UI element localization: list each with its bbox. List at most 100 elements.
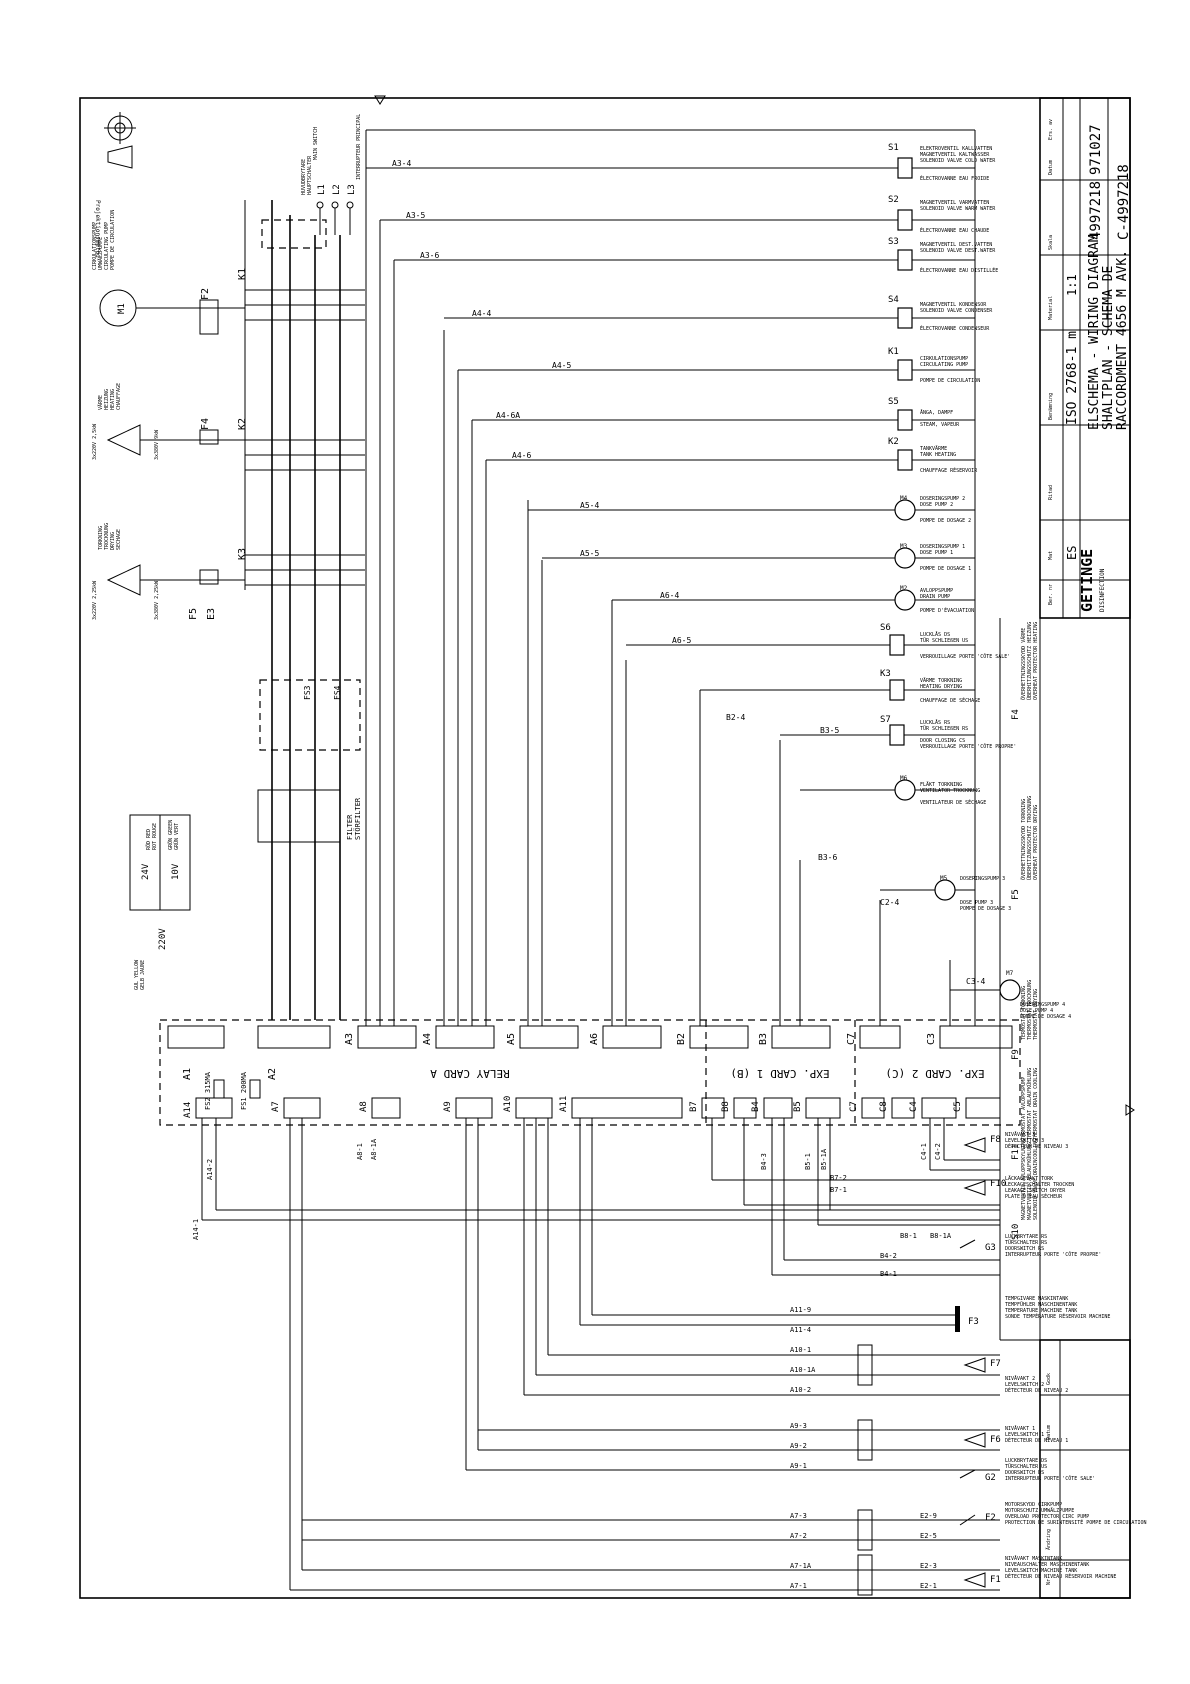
svg-text:S6: S6 <box>880 623 891 633</box>
svg-text:B8: B8 <box>721 1101 731 1112</box>
date-label: 971027 <box>1088 124 1104 175</box>
svg-text:MAIN SWITCH: MAIN SWITCH <box>313 127 319 160</box>
connector-a6 <box>602 1025 662 1049</box>
svg-text:STEAM, VAPEUR: STEAM, VAPEUR <box>920 422 960 428</box>
output-m3: A5-5 M3 DOSERINGSPUMP 1 DOSE PUMP 1 POMP… <box>542 543 975 572</box>
input-horizontal-wires <box>202 1159 1000 1591</box>
standard-label: ISO 2768-1 m <box>1065 331 1080 425</box>
svg-text:10V: 10V <box>171 863 181 880</box>
svg-text:C4: C4 <box>909 1101 919 1112</box>
svg-text:CHAUFFAGE DE SÉCHAGE: CHAUFFAGE DE SÉCHAGE <box>920 696 980 704</box>
svg-text:M1: M1 <box>117 303 127 314</box>
svg-text:A14: A14 <box>183 1102 193 1118</box>
connector-b5 <box>805 1097 841 1119</box>
svg-text:ÜBERHITZUNGSSCHUTZ TROCKNUNG: ÜBERHITZUNGSSCHUTZ TROCKNUNG <box>1026 796 1033 880</box>
svg-text:SOLENOID VALVE CONDENSER: SOLENOID VALVE CONDENSER <box>920 308 993 314</box>
svg-text:NIVÅVAKT MASKINTANK: NIVÅVAKT MASKINTANK <box>1005 1555 1062 1562</box>
input-f2: F2 MOTORSKYDD CIRKPUMP MOTORSCHUTZ UMWÄL… <box>857 1502 1146 1551</box>
svg-text:DOORSWITCH DS: DOORSWITCH DS <box>1005 1470 1044 1476</box>
svg-text:F1: F1 <box>990 1575 1001 1585</box>
svg-text:A4-5: A4-5 <box>552 361 571 370</box>
svg-text:FS1 200MA: FS1 200MA <box>240 1071 248 1110</box>
input-f1: F1 NIVÅVAKT MASKINTANK NIVEAUSCHALTER MA… <box>857 1554 1116 1596</box>
svg-text:MAGNETVENTIL KONDENSOR: MAGNETVENTIL KONDENSOR <box>920 302 987 308</box>
svg-text:THERMOSTAT TROCKNUNG: THERMOSTAT TROCKNUNG <box>1027 980 1033 1040</box>
filter-label-2: STÖRFILTER <box>353 797 362 840</box>
svg-text:DOSE PUMP 2: DOSE PUMP 2 <box>920 502 953 508</box>
output-bus-wires <box>365 130 976 1026</box>
svg-text:SECHAGE: SECHAGE <box>116 529 122 550</box>
svg-text:A6: A6 <box>589 1033 600 1045</box>
svg-text:MOTORSCHUTZ UMWÄLZPUMPE: MOTORSCHUTZ UMWÄLZPUMPE <box>1005 1507 1074 1514</box>
drawing-number: 4997218 <box>1088 181 1104 240</box>
svg-text:A11-9: A11-9 <box>790 1306 811 1314</box>
svg-text:POMPE DE DOSAGE 2: POMPE DE DOSAGE 2 <box>920 518 971 524</box>
svg-text:A7-3: A7-3 <box>790 1512 807 1520</box>
svg-text:LEAKAGE SWITCH DRYER: LEAKAGE SWITCH DRYER <box>1005 1188 1066 1194</box>
fuse-fs1: FS1 200MA <box>240 1071 261 1110</box>
svg-text:PLATE D'EAU SÉCHEUR: PLATE D'EAU SÉCHEUR <box>1005 1192 1063 1200</box>
svg-text:GRÖN GREEN: GRÖN GREEN <box>167 820 174 850</box>
svg-text:M3: M3 <box>900 543 908 550</box>
svg-text:M7: M7 <box>1006 970 1014 977</box>
svg-text:G2: G2 <box>985 1473 996 1483</box>
filter-box <box>257 789 341 843</box>
company-logo-text: GETINGE <box>1078 549 1096 612</box>
svg-text:A4-4: A4-4 <box>472 309 491 318</box>
svg-text:ÖVERHETTNINGSSKYDD VÄRME: ÖVERHETTNINGSSKYDD VÄRME <box>1020 628 1027 700</box>
svg-text:LECKAGESCHALTER TROCKEN: LECKAGESCHALTER TROCKEN <box>1005 1182 1074 1188</box>
svg-text:DOORSWITCH RS: DOORSWITCH RS <box>1005 1246 1044 1252</box>
svg-text:M4: M4 <box>900 495 908 502</box>
svg-text:DÉTECTEUR DE NIVEAU RÉSERVOIR: DÉTECTEUR DE NIVEAU RÉSERVOIR MACHINE <box>1005 1572 1116 1580</box>
svg-text:VERROUILLAGE PORTE 'CÔTE PROPR: VERROUILLAGE PORTE 'CÔTE PROPRE' <box>920 743 1016 750</box>
svg-text:A8-1A: A8-1A <box>370 1138 378 1160</box>
input-wire-labels: A14-1 A14-2 A8-1 A8-1A B4-1 B4-2 B4-3 B5… <box>192 1138 952 1590</box>
output-s6: A6-5 S6 LUCKLÅS DS TÜR SCHLIEßEN US VERR… <box>626 623 1010 660</box>
projection-label: Projektionsmetod <box>94 200 101 258</box>
svg-text:F11: F11 <box>1011 1144 1021 1160</box>
svg-text:ELEKTROVENTIL KALLVATTEN: ELEKTROVENTIL KALLVATTEN <box>920 146 992 152</box>
thermostat-f5 <box>199 569 219 585</box>
svg-text:TÜRSCHALTER US: TÜRSCHALTER US <box>1005 1463 1047 1470</box>
svg-text:A8: A8 <box>359 1101 369 1112</box>
connector-a9 <box>455 1097 493 1119</box>
svg-text:F5: F5 <box>1011 889 1021 900</box>
output-s5: A4-6A S5 ÅNGA, DAMPF STEAM, VAPEUR <box>472 397 975 431</box>
svg-text:A4-6A: A4-6A <box>496 411 520 420</box>
svg-text:TROCKNUNG: TROCKNUNG <box>104 523 110 550</box>
svg-text:F8: F8 <box>990 1135 1001 1145</box>
svg-text:ÉLECTROVANNE CONDENSEUR: ÉLECTROVANNE CONDENSEUR <box>920 324 990 332</box>
svg-text:B7: B7 <box>689 1101 699 1112</box>
legend-f11: F11 TERMOSTAT AVLOPPSPUMP THERMOSTAT ABL… <box>1011 1068 1039 1160</box>
svg-text:SOLENOID VALVE COLD WATER: SOLENOID VALVE COLD WATER <box>920 158 996 164</box>
svg-text:B7-2: B7-2 <box>830 1174 847 1182</box>
svg-text:HEATING DRYING: HEATING DRYING <box>920 684 962 690</box>
svg-text:TEMPFÜHLER MASCHINENTANK: TEMPFÜHLER MASCHINENTANK <box>1005 1301 1077 1308</box>
svg-text:TÜRSCHALTER RS: TÜRSCHALTER RS <box>1005 1239 1047 1246</box>
svg-text:C4-1: C4-1 <box>920 1143 928 1160</box>
k2-label: K2 <box>237 418 248 430</box>
connector-c3 <box>939 1025 1013 1049</box>
center-mark-top <box>374 95 386 105</box>
svg-text:HEIZUNG: HEIZUNG <box>104 389 110 410</box>
svg-text:A9-2: A9-2 <box>790 1442 807 1450</box>
svg-text:B5-1A: B5-1A <box>820 1148 828 1170</box>
svg-text:NIVÅVAKT 3: NIVÅVAKT 3 <box>1005 1131 1035 1138</box>
svg-text:B4: B4 <box>751 1101 761 1112</box>
svg-text:220V: 220V <box>158 928 168 950</box>
connector-a7 <box>283 1097 321 1119</box>
fs-block <box>259 679 361 751</box>
fuse-fs2: FS2 315MA <box>204 1071 225 1110</box>
field-label-7: Datum <box>1048 160 1054 175</box>
svg-text:POMPE DE CIRCULATION: POMPE DE CIRCULATION <box>110 210 116 270</box>
svg-text:TÜR SCHLIEßEN RS: TÜR SCHLIEßEN RS <box>920 725 968 732</box>
input-f8: F8 NIVÅVAKT 3 LEVELSWITCH 3 DÉTECTEUR DE… <box>963 1131 1068 1153</box>
field-label-8: Ers. av <box>1048 119 1054 140</box>
svg-text:CIRKULATIONSPUMP: CIRKULATIONSPUMP <box>920 356 968 362</box>
field-label-6: Skala <box>1048 235 1054 250</box>
svg-text:INTERRUPTEUR PRINCIPAL: INTERRUPTEUR PRINCIPAL <box>356 114 362 180</box>
svg-text:NIVÅVAKT 1: NIVÅVAKT 1 <box>1005 1425 1035 1432</box>
svg-text:B2-4: B2-4 <box>726 713 745 722</box>
svg-text:B5: B5 <box>793 1101 803 1112</box>
svg-text:A7-1A: A7-1A <box>790 1562 812 1570</box>
